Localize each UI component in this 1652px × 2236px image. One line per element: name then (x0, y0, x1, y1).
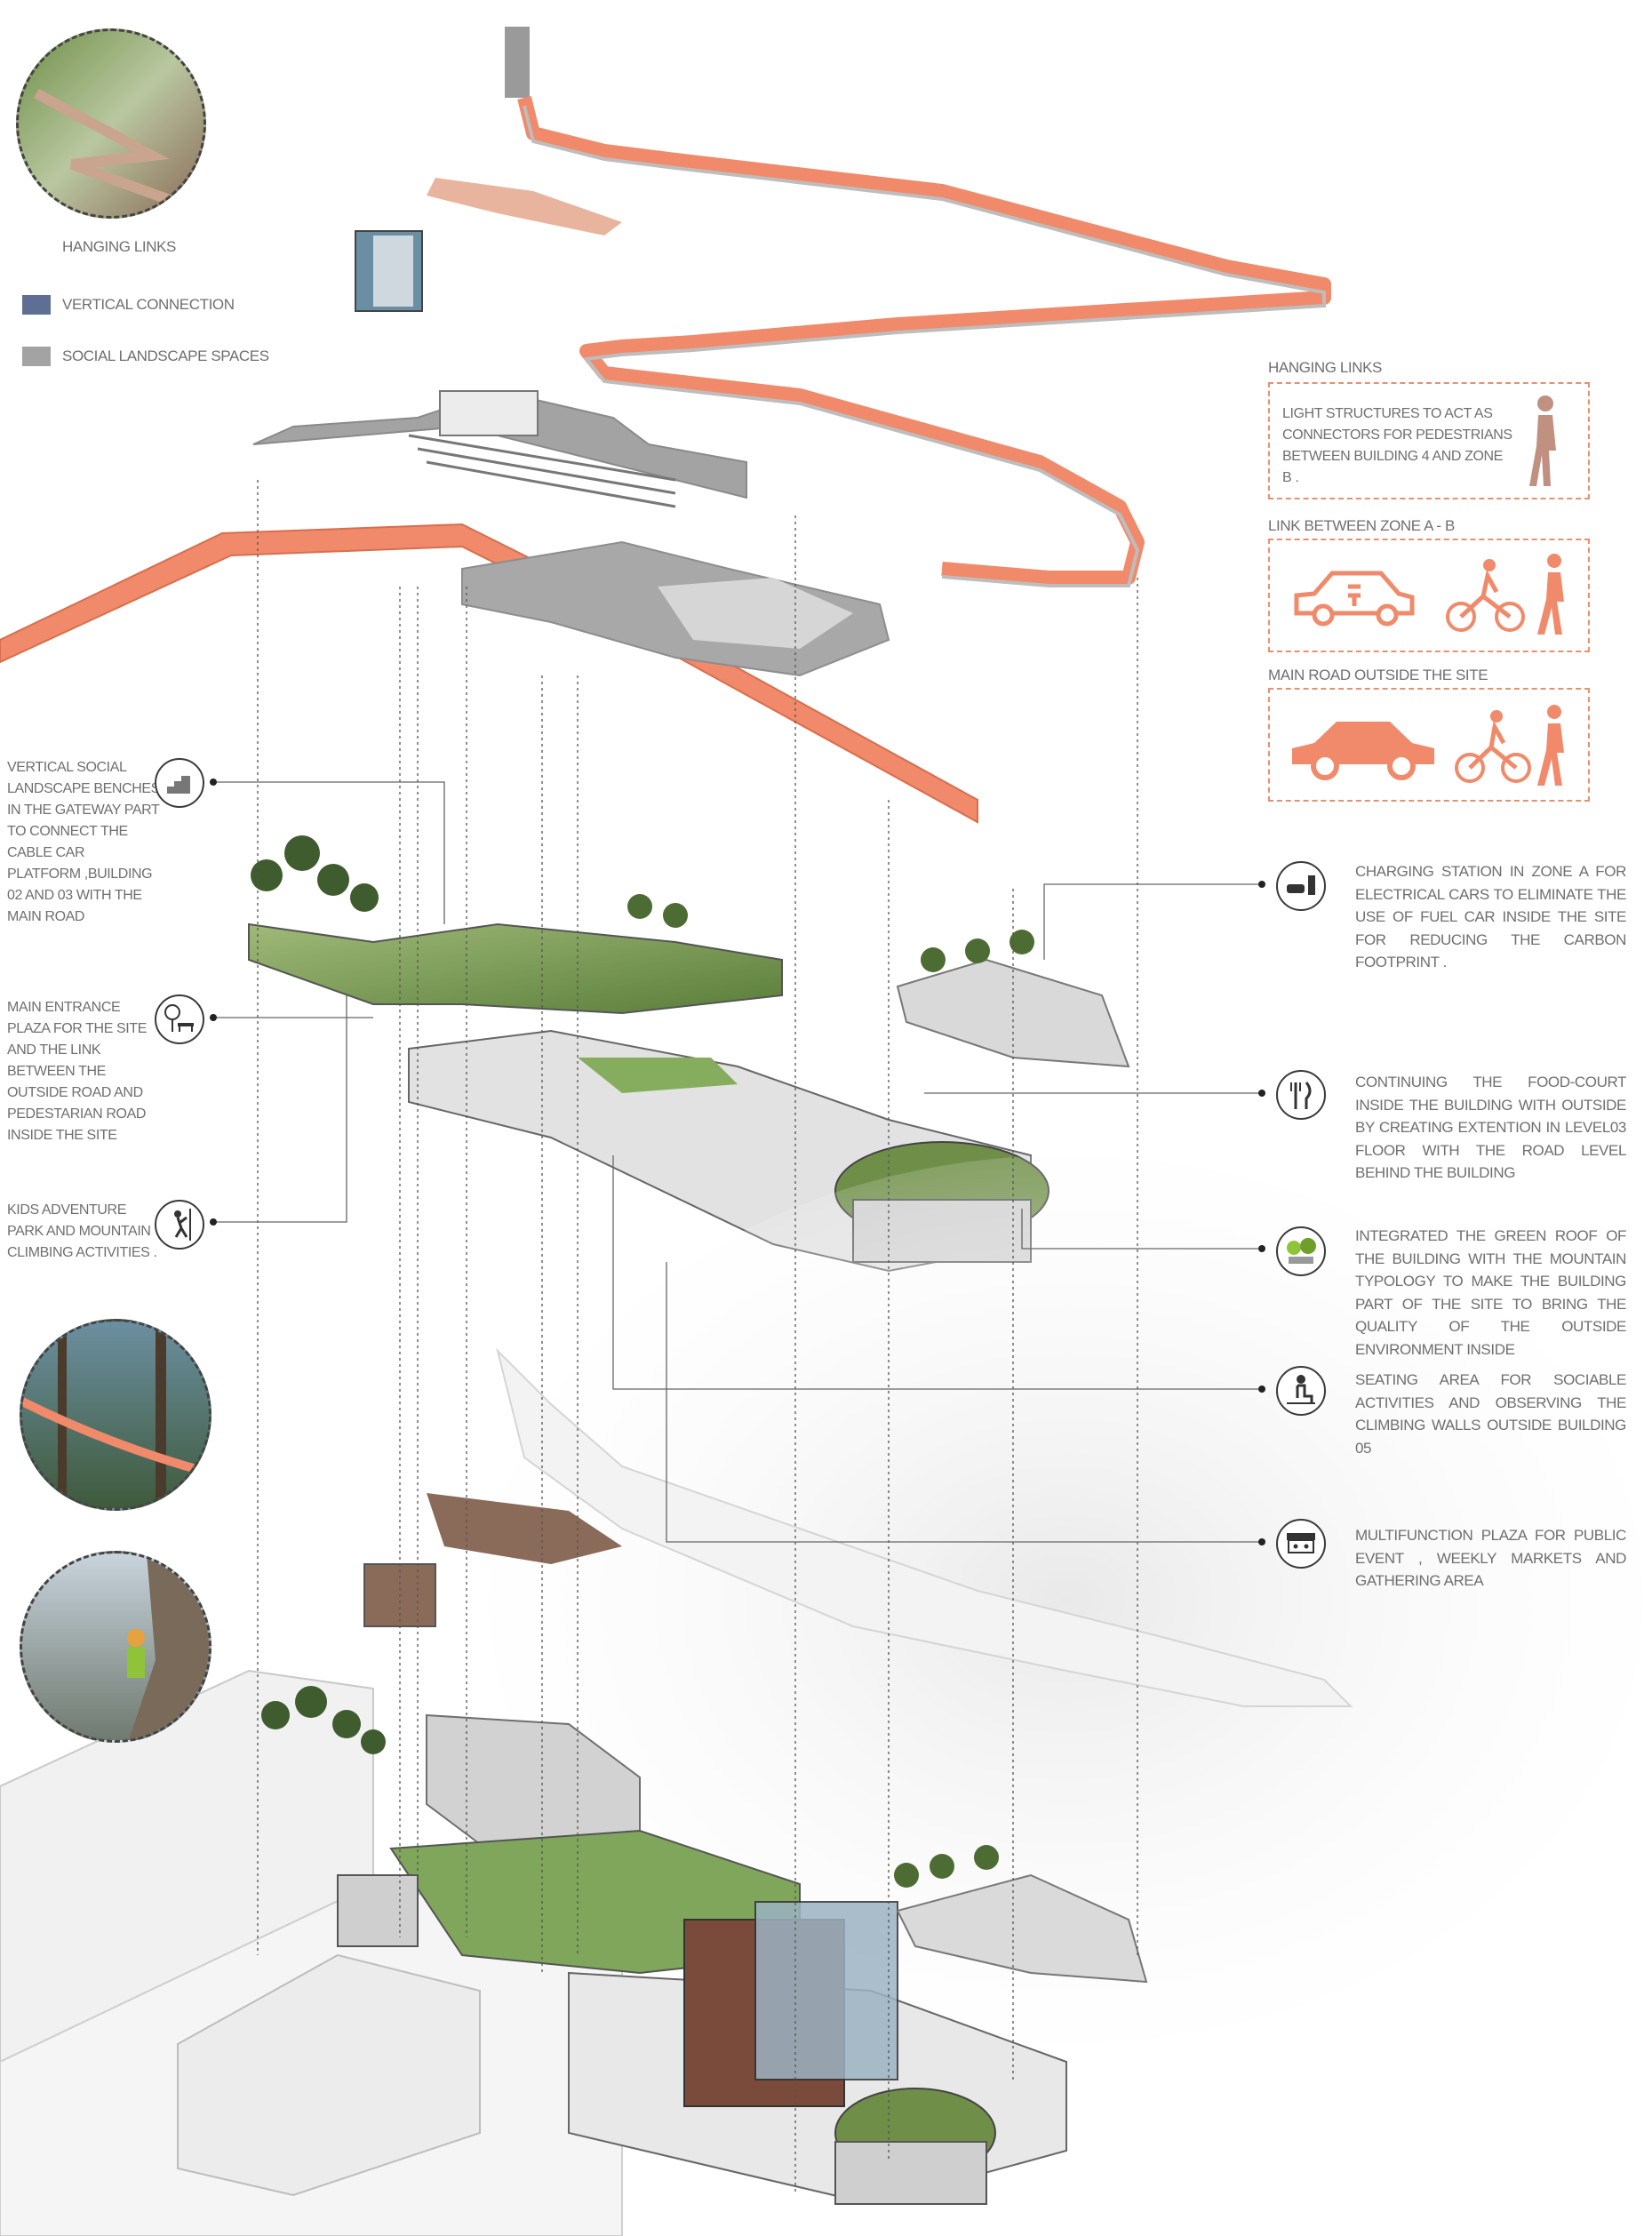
green-roof-icon-art (1287, 1238, 1316, 1264)
main-road-box (1268, 688, 1590, 802)
cyclist-icon (1446, 559, 1525, 632)
rock-climbing-photo (20, 1551, 211, 1743)
terrain-path (496, 1347, 1353, 1707)
annotation-vertical-benches: VERTICAL SOCIAL LANDSCAPE BENCHES IN THE… (7, 760, 160, 924)
annotation-main-entrance-plaza: MAIN ENTRANCE PLAZA FOR THE SITE AND THE… (7, 1000, 147, 1143)
annotation-multifunction-plaza: MULTIFUNCTION PLAZA FOR PUBLIC EVENT , W… (1355, 1527, 1626, 1589)
charging-deck-lower (896, 1873, 1148, 1984)
box-title-main-road: MAIN ROAD OUTSIDE THE SITE (1268, 667, 1488, 683)
cable-car-tower-glass (373, 236, 413, 307)
box-title-link-zones: LINK BETWEEN ZONE A - B (1268, 517, 1455, 534)
hanging-links-photo-art (34, 88, 172, 205)
annotation-kids-adventure: KIDS ADVENTURE PARK AND MOUNTAIN CLIMBIN… (7, 1202, 157, 1260)
leader-lines (213, 781, 1262, 1543)
link-zones-box (1268, 539, 1590, 652)
hanging-links-box: LIGHT STRUCTURES TO ACT AS CONNECTORS FO… (1268, 382, 1590, 499)
glass-building (754, 1901, 898, 2080)
pedestrian-icon (1529, 395, 1556, 486)
ev-charging-icon (1276, 861, 1326, 911)
hanging-links-layer (355, 27, 1331, 587)
stairs-benches-icon (155, 758, 204, 808)
trees-cluster (251, 835, 1034, 972)
legend-hanging-links: HANGING LINKS (62, 238, 176, 255)
social-landscape-void (658, 578, 853, 649)
seated-person-icon-art (1287, 1375, 1315, 1404)
trees-lower (261, 1686, 999, 1888)
main-road (0, 523, 978, 824)
mountain-fog (489, 1155, 1644, 2044)
bridge-pylon (505, 27, 530, 98)
ev-charging-icon-art (1287, 875, 1315, 895)
car-icon (1292, 722, 1434, 780)
annotation-green-roof: INTEGRATED THE GREEN ROOF OF THE BUILDIN… (1355, 1227, 1626, 1358)
plaza-lawn (578, 1058, 738, 1093)
walker-icon (1537, 554, 1564, 635)
forest-walkway-photo (20, 1319, 211, 1511)
legend-social-landscape: SOCIAL LANDSCAPE SPACES (62, 347, 269, 364)
legend-swatch-social (22, 347, 51, 366)
fork-knife-icon (1276, 1070, 1326, 1120)
green-roof-icon (1276, 1226, 1326, 1276)
annotation-food-court: CONTINUING THE FOOD-COURT INSIDE THE BUI… (1355, 1074, 1626, 1181)
forest-walkway-photo-art (22, 1322, 209, 1508)
heritage-building (337, 1874, 419, 1947)
walker-icon-road (1537, 705, 1564, 786)
leader-dots (210, 779, 1265, 1545)
hanging-links-box-text: LIGHT STRUCTURES TO ACT AS CONNECTORS FO… (1282, 406, 1512, 485)
terrace-steps (408, 434, 676, 508)
gateway-building (439, 390, 539, 436)
cyclist-icon-road (1455, 710, 1531, 783)
climber-icon (155, 1200, 204, 1250)
legend-swatch-vertical (22, 295, 51, 315)
site-context-layer (0, 1669, 1148, 2236)
legend-vertical-connection: VERTICAL CONNECTION (62, 296, 235, 313)
hanging-link-spur (427, 178, 622, 236)
projection-lines (257, 480, 1138, 2195)
fork-knife-icon-art (1290, 1082, 1312, 1109)
bench-tree-icon (155, 994, 204, 1044)
hanging-link-lower (427, 1493, 622, 1564)
rock-climbing-photo-art (127, 1553, 209, 1740)
electric-car-icon (1294, 571, 1415, 627)
market-stall-icon-art (1287, 1533, 1315, 1553)
annotation-charging-station: CHARGING STATION IN ZONE A FOR ELECTRICA… (1355, 863, 1626, 970)
annotation-seating-area: SEATING AREA FOR SOCIABLE ACTIVITIES AND… (1355, 1371, 1626, 1457)
gateway-green-terraces (248, 922, 783, 1015)
seated-person-icon (1276, 1366, 1326, 1416)
bench-tree-icon-art (164, 1004, 194, 1032)
stairs-benches-icon-art (167, 776, 190, 794)
market-stall-icon (1276, 1519, 1326, 1569)
hanging-link-path (517, 96, 1331, 585)
hanging-links-photo (16, 28, 206, 219)
climber-icon-art (174, 1209, 191, 1241)
road-and-social-spaces-layer (0, 389, 978, 824)
hanging-link-shadow (523, 105, 1326, 587)
box-title-hanging-links: HANGING LINKS (1268, 359, 1382, 376)
parking-levels-lower (834, 2141, 987, 2205)
